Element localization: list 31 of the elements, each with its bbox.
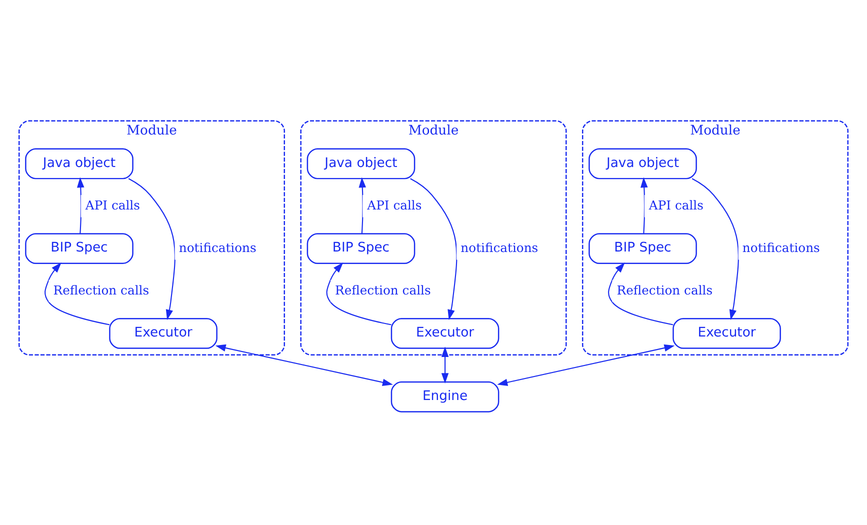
arrow (441, 346, 449, 383)
arrow (77, 176, 84, 234)
arrow (358, 176, 366, 234)
node-box: Engine (390, 380, 500, 412)
arrow (608, 262, 674, 325)
edge-label: API calls (85, 198, 140, 212)
edge-label: notifications (460, 240, 538, 254)
arrow (410, 178, 458, 320)
node-box: BIP Spec (25, 232, 134, 264)
node-box: Java object (306, 148, 416, 179)
edge-label: API calls (367, 198, 422, 212)
edge-label: Reflection calls (335, 282, 431, 297)
node-box: BIP Spec (588, 232, 697, 264)
arrow (497, 344, 675, 386)
node-box: BIP Spec (306, 232, 416, 264)
arrow (128, 178, 176, 320)
node-box: Java object (588, 148, 697, 179)
node-box: Executor (390, 318, 500, 348)
edge-label: notifications (742, 240, 820, 254)
arrow (326, 262, 392, 325)
node-box: Executor (109, 318, 218, 348)
arrow (640, 176, 648, 234)
edge-label: notifications (178, 240, 256, 254)
edge-label: API calls (648, 198, 704, 212)
edge-label: Reflection calls (616, 282, 713, 297)
arrow (215, 344, 393, 386)
node-box: Executor (672, 318, 781, 348)
arrow (44, 262, 110, 325)
arrow (692, 178, 739, 320)
edge-label: Reflection calls (53, 282, 150, 297)
node-box: Java object (25, 148, 134, 179)
